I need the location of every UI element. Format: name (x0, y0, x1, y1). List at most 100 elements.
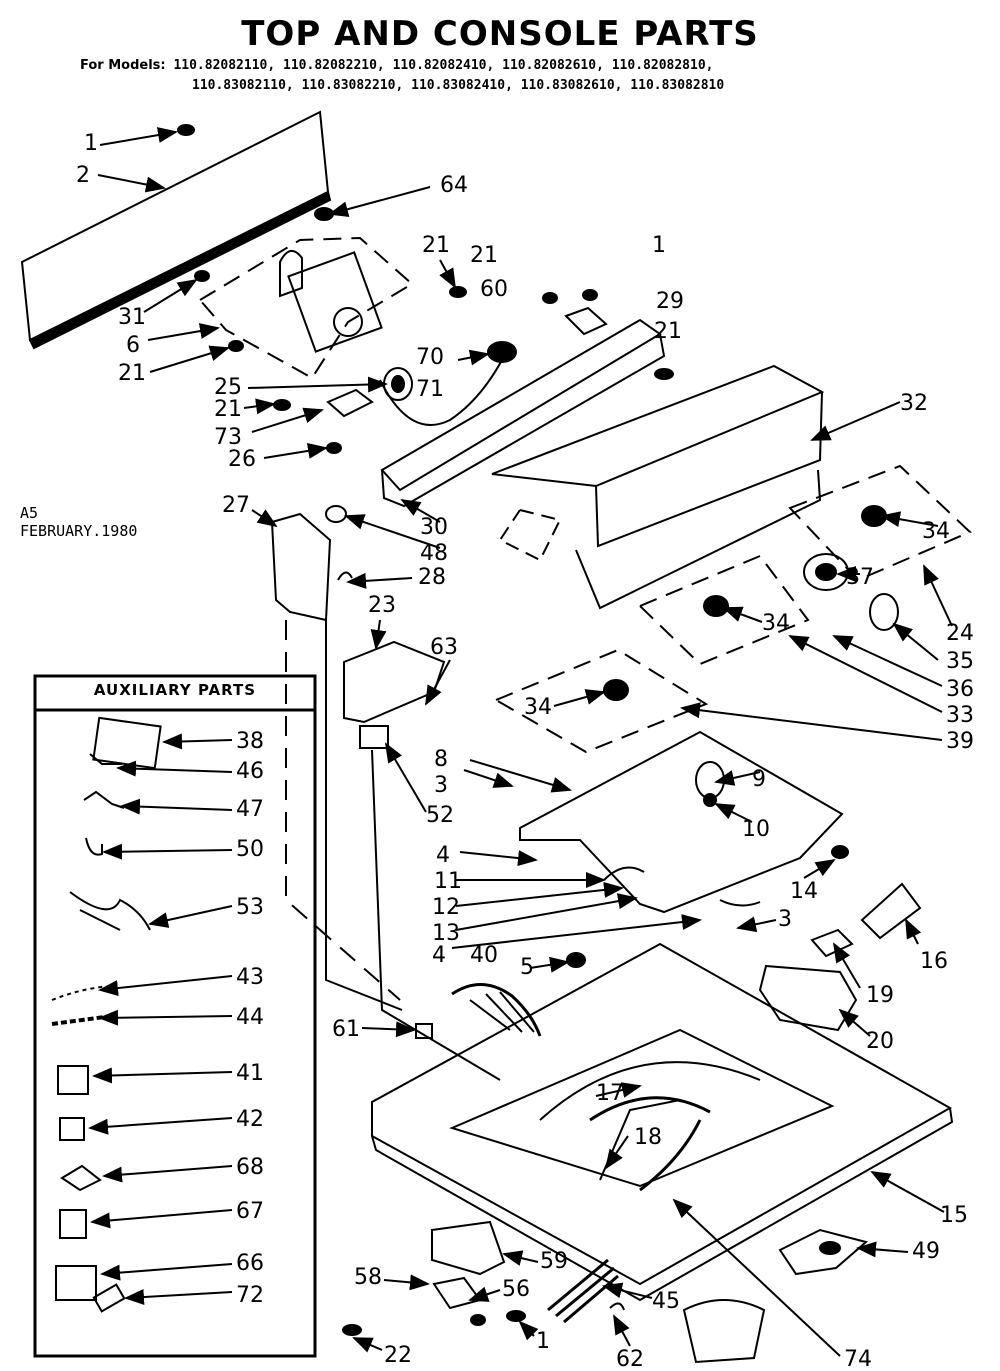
callout-number: 6 (126, 333, 140, 358)
auxiliary-parts-title: AUXILIARY PARTS (93, 681, 257, 699)
parts-drawings (20, 110, 972, 1364)
callout-number: 58 (354, 1265, 382, 1290)
callout-number: 50 (236, 837, 264, 862)
callout-number: 35 (946, 649, 974, 674)
callout-number: 48 (420, 541, 448, 566)
callout-number: 73 (214, 425, 242, 450)
model-list: For Models: 110.82082110, 110.82082210, … (80, 56, 724, 96)
washer-top-cover (371, 942, 953, 1286)
callout-number: 30 (420, 515, 448, 540)
callout-number: 28 (418, 565, 446, 590)
revision-month: FEBRUARY.1980 (20, 522, 138, 540)
callout-number: 59 (540, 1249, 568, 1274)
callout-number: 14 (790, 879, 818, 904)
callout-number: 21 (118, 361, 146, 386)
callout-number: 8 (434, 747, 448, 772)
callout-number: 66 (236, 1251, 264, 1276)
callout-number: 21 (214, 397, 242, 422)
callout-number: 1 (84, 131, 98, 156)
callout-number: 38 (236, 729, 264, 754)
callout-number: 21 (422, 233, 450, 258)
callout-arrows (88, 127, 953, 1357)
callout-number: 3 (778, 907, 792, 932)
callout-number: 62 (616, 1347, 644, 1371)
callout-number: 21 (470, 243, 498, 268)
callout-number: 13 (432, 921, 460, 946)
callout-number: 15 (940, 1203, 968, 1228)
callout-number: 34 (762, 611, 790, 636)
callout-number: 3 (434, 773, 448, 798)
callout-number: 64 (440, 173, 468, 198)
callout-number: 20 (866, 1029, 894, 1054)
terminal-block (758, 964, 858, 1032)
screw-part (177, 124, 195, 136)
callout-number: 61 (332, 1017, 360, 1042)
callout-number: 9 (752, 767, 766, 792)
callout-number: 23 (368, 593, 396, 618)
callout-number: 72 (236, 1283, 264, 1308)
callout-number: 68 (236, 1155, 264, 1180)
harness-plate (519, 730, 844, 914)
callout-number: 40 (470, 943, 498, 968)
callout-number: 19 (866, 983, 894, 1008)
callout-number: 37 (846, 565, 874, 590)
callout-number: 60 (480, 277, 508, 302)
callout-number: 26 (228, 447, 256, 472)
timer-bracket-outline (199, 236, 414, 380)
callout-number: 17 (596, 1081, 624, 1106)
callout-number: 45 (652, 1289, 680, 1314)
callout-number: 1 (536, 1329, 550, 1354)
callout-number: 10 (742, 817, 770, 842)
callout-number: 52 (426, 803, 454, 828)
callout-number: 25 (214, 375, 242, 400)
models-row-2: 110.83082110, 110.83082210, 110.83082410… (192, 78, 725, 93)
callout-number: 42 (236, 1107, 264, 1132)
callout-number: 22 (384, 1343, 412, 1368)
callout-number: 47 (236, 797, 264, 822)
callout-number: 29 (656, 289, 684, 314)
revision-code: A5 (20, 504, 39, 522)
callout-number: 44 (236, 1005, 264, 1030)
callout-number: 4 (432, 943, 446, 968)
callout-number: 4 (436, 843, 450, 868)
callout-number: 16 (920, 949, 948, 974)
callout-number: 36 (946, 677, 974, 702)
callout-number: 49 (912, 1239, 940, 1264)
callout-number: 27 (222, 493, 250, 518)
auxiliary-parts-box (33, 674, 317, 1358)
callout-number: 70 (416, 345, 444, 370)
callout-number: 5 (520, 955, 534, 980)
callout-number: 56 (502, 1277, 530, 1302)
callout-number: 24 (946, 621, 974, 646)
bleach-funnel (682, 1299, 766, 1364)
backsplash-panel (20, 110, 330, 342)
callout-number: 41 (236, 1061, 264, 1086)
callout-number: 31 (118, 305, 146, 330)
callout-number: 67 (236, 1199, 264, 1224)
revision-date: A5 FEBRUARY.1980 (20, 504, 137, 540)
callout-number: 21 (654, 319, 682, 344)
diagram-title: TOP AND CONSOLE PARTS (241, 14, 759, 54)
callout-number: 53 (236, 895, 264, 920)
callout-number: 33 (946, 703, 974, 728)
callout-number: 11 (434, 869, 462, 894)
callout-number: 12 (432, 895, 460, 920)
callout-number: 71 (416, 377, 444, 402)
callout-number: 74 (844, 1347, 872, 1371)
models-row-1: 110.82082110, 110.82082210, 110.82082410… (173, 58, 714, 73)
callout-number: 32 (900, 391, 928, 416)
callout-number: 34 (922, 519, 950, 544)
side-panel (270, 512, 332, 622)
models-label: For Models: (80, 58, 166, 73)
lid-switch-bracket (343, 640, 446, 724)
callout-number: 63 (430, 635, 458, 660)
callout-number: 1 (652, 233, 666, 258)
callout-number: 34 (524, 695, 552, 720)
callout-number: 2 (76, 163, 90, 188)
callout-number: 18 (634, 1125, 662, 1150)
callout-number: 39 (946, 729, 974, 754)
callout-number: 46 (236, 759, 264, 784)
